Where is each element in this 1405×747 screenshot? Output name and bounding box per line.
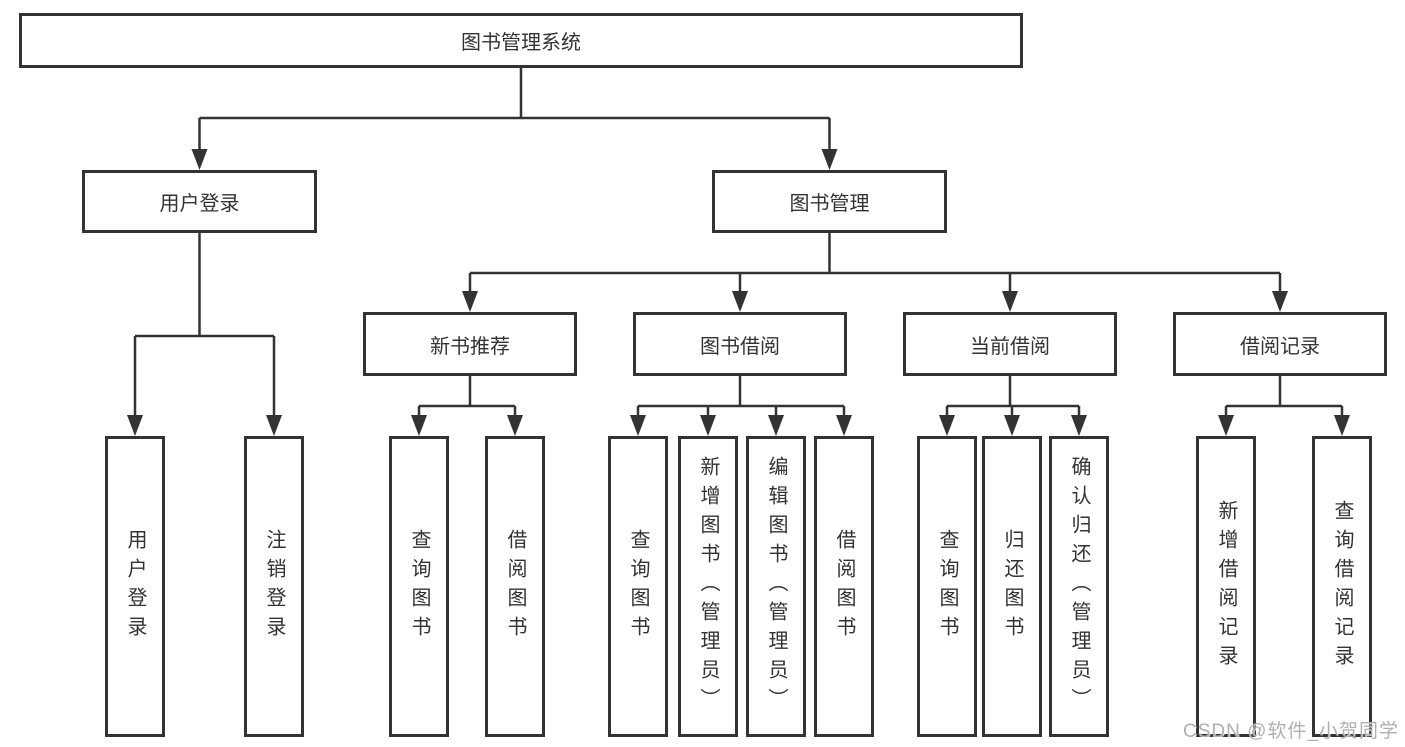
leaf-edit-books-admin: 编辑图书（管理员） — [746, 436, 806, 737]
node-book-borrowing: 图书借阅 — [633, 312, 847, 376]
leaf-confirm-return-admin: 确认归还（管理员） — [1049, 436, 1109, 737]
node-new-book-recommend: 新书推荐 — [363, 312, 577, 376]
node-label: 新增借阅记录 — [1215, 499, 1237, 674]
node-root-library-system: 图书管理系统 — [19, 13, 1023, 68]
node-current-borrowing: 当前借阅 — [903, 312, 1117, 376]
leaf-recommend-borrow-books: 借阅图书 — [485, 436, 545, 737]
node-label: 查询图书 — [627, 528, 649, 645]
leaf-add-borrow-record: 新增借阅记录 — [1196, 436, 1256, 737]
node-label: 借阅记录 — [1240, 335, 1320, 358]
leaf-current-query-books: 查询图书 — [917, 436, 977, 737]
node-label: 编辑图书（管理员） — [765, 456, 787, 717]
node-label: 注销登录 — [263, 528, 285, 645]
node-label: 新增图书（管理员） — [697, 456, 719, 717]
csdn-watermark: CSDN @软件_小贺同学 — [1183, 721, 1399, 742]
node-label: 新书推荐 — [430, 335, 510, 358]
leaf-borrowing-borrow-books: 借阅图书 — [814, 436, 874, 737]
node-label: 图书借阅 — [700, 335, 780, 358]
node-label: 借阅图书 — [504, 528, 526, 645]
node-label: 当前借阅 — [970, 335, 1050, 358]
node-book-management-module: 图书管理 — [712, 170, 947, 233]
node-label: 查询借阅记录 — [1331, 499, 1353, 674]
node-label: 用户登录 — [159, 193, 240, 215]
leaf-user-login: 用户登录 — [105, 436, 165, 737]
node-label: 确认归还（管理员） — [1068, 456, 1090, 717]
node-label: 图书管理系统 — [461, 32, 581, 54]
arrowheads — [127, 149, 1350, 436]
leaf-borrowing-query-books: 查询图书 — [608, 436, 668, 737]
leaf-query-borrow-record: 查询借阅记录 — [1312, 436, 1372, 737]
leaf-return-books: 归还图书 — [982, 436, 1042, 737]
node-label: 查询图书 — [936, 528, 958, 645]
node-label: 归还图书 — [1001, 528, 1023, 645]
node-label: 用户登录 — [124, 528, 146, 645]
leaf-recommend-query-books: 查询图书 — [389, 436, 449, 737]
node-label: 借阅图书 — [833, 528, 855, 645]
node-borrow-records: 借阅记录 — [1173, 312, 1387, 376]
node-user-login-module: 用户登录 — [82, 170, 317, 233]
node-label: 查询图书 — [408, 528, 430, 645]
leaf-add-books-admin: 新增图书（管理员） — [678, 436, 738, 737]
leaf-logout: 注销登录 — [244, 436, 304, 737]
node-label: 图书管理 — [789, 193, 870, 215]
